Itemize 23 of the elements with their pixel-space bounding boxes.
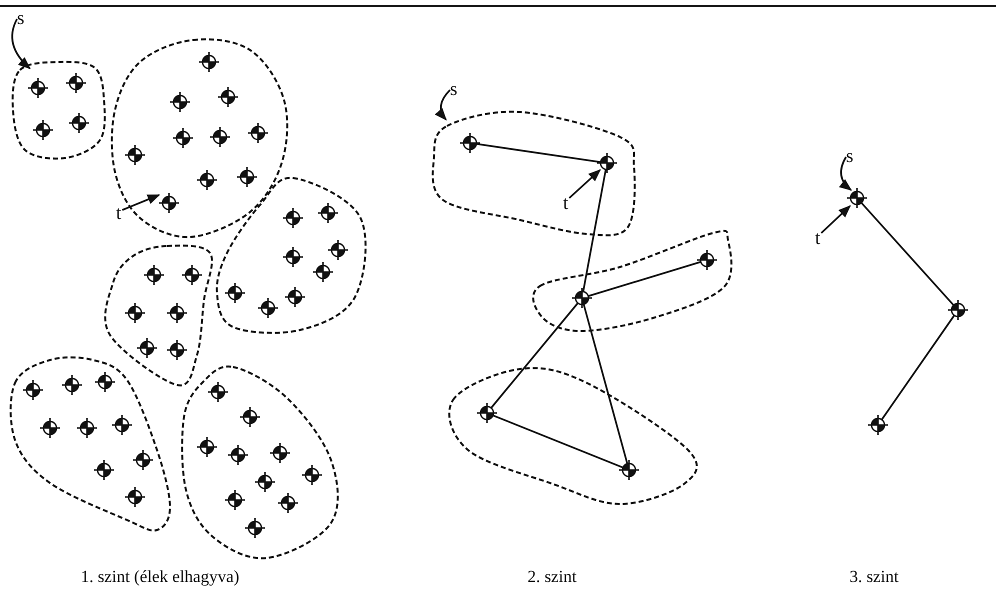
edge-line xyxy=(490,302,579,409)
pointer-arrow xyxy=(435,89,451,121)
panel-caption: 2. szint xyxy=(527,567,577,587)
edge-line xyxy=(582,169,607,292)
edge-line xyxy=(880,314,956,420)
pointer-arrow xyxy=(839,156,852,191)
edge-line xyxy=(476,143,601,163)
panel-caption: 1. szint (élek elhagyva) xyxy=(80,567,240,587)
edge-line xyxy=(588,261,702,297)
pointer-arrow xyxy=(11,18,31,70)
node-label: t xyxy=(563,194,568,214)
node-label: t xyxy=(815,229,820,249)
pointer-arrow xyxy=(820,205,851,234)
node-label: t xyxy=(116,204,122,224)
node-label: s xyxy=(450,80,458,100)
pointer-arrow xyxy=(122,194,160,211)
edge-line xyxy=(582,304,628,464)
edge-line xyxy=(492,414,624,468)
panel-caption: 3. szint xyxy=(849,567,899,587)
pointer-arrow xyxy=(568,169,601,199)
edge-line xyxy=(860,202,954,306)
node-label: s xyxy=(17,9,24,29)
node-label: s xyxy=(846,147,854,167)
